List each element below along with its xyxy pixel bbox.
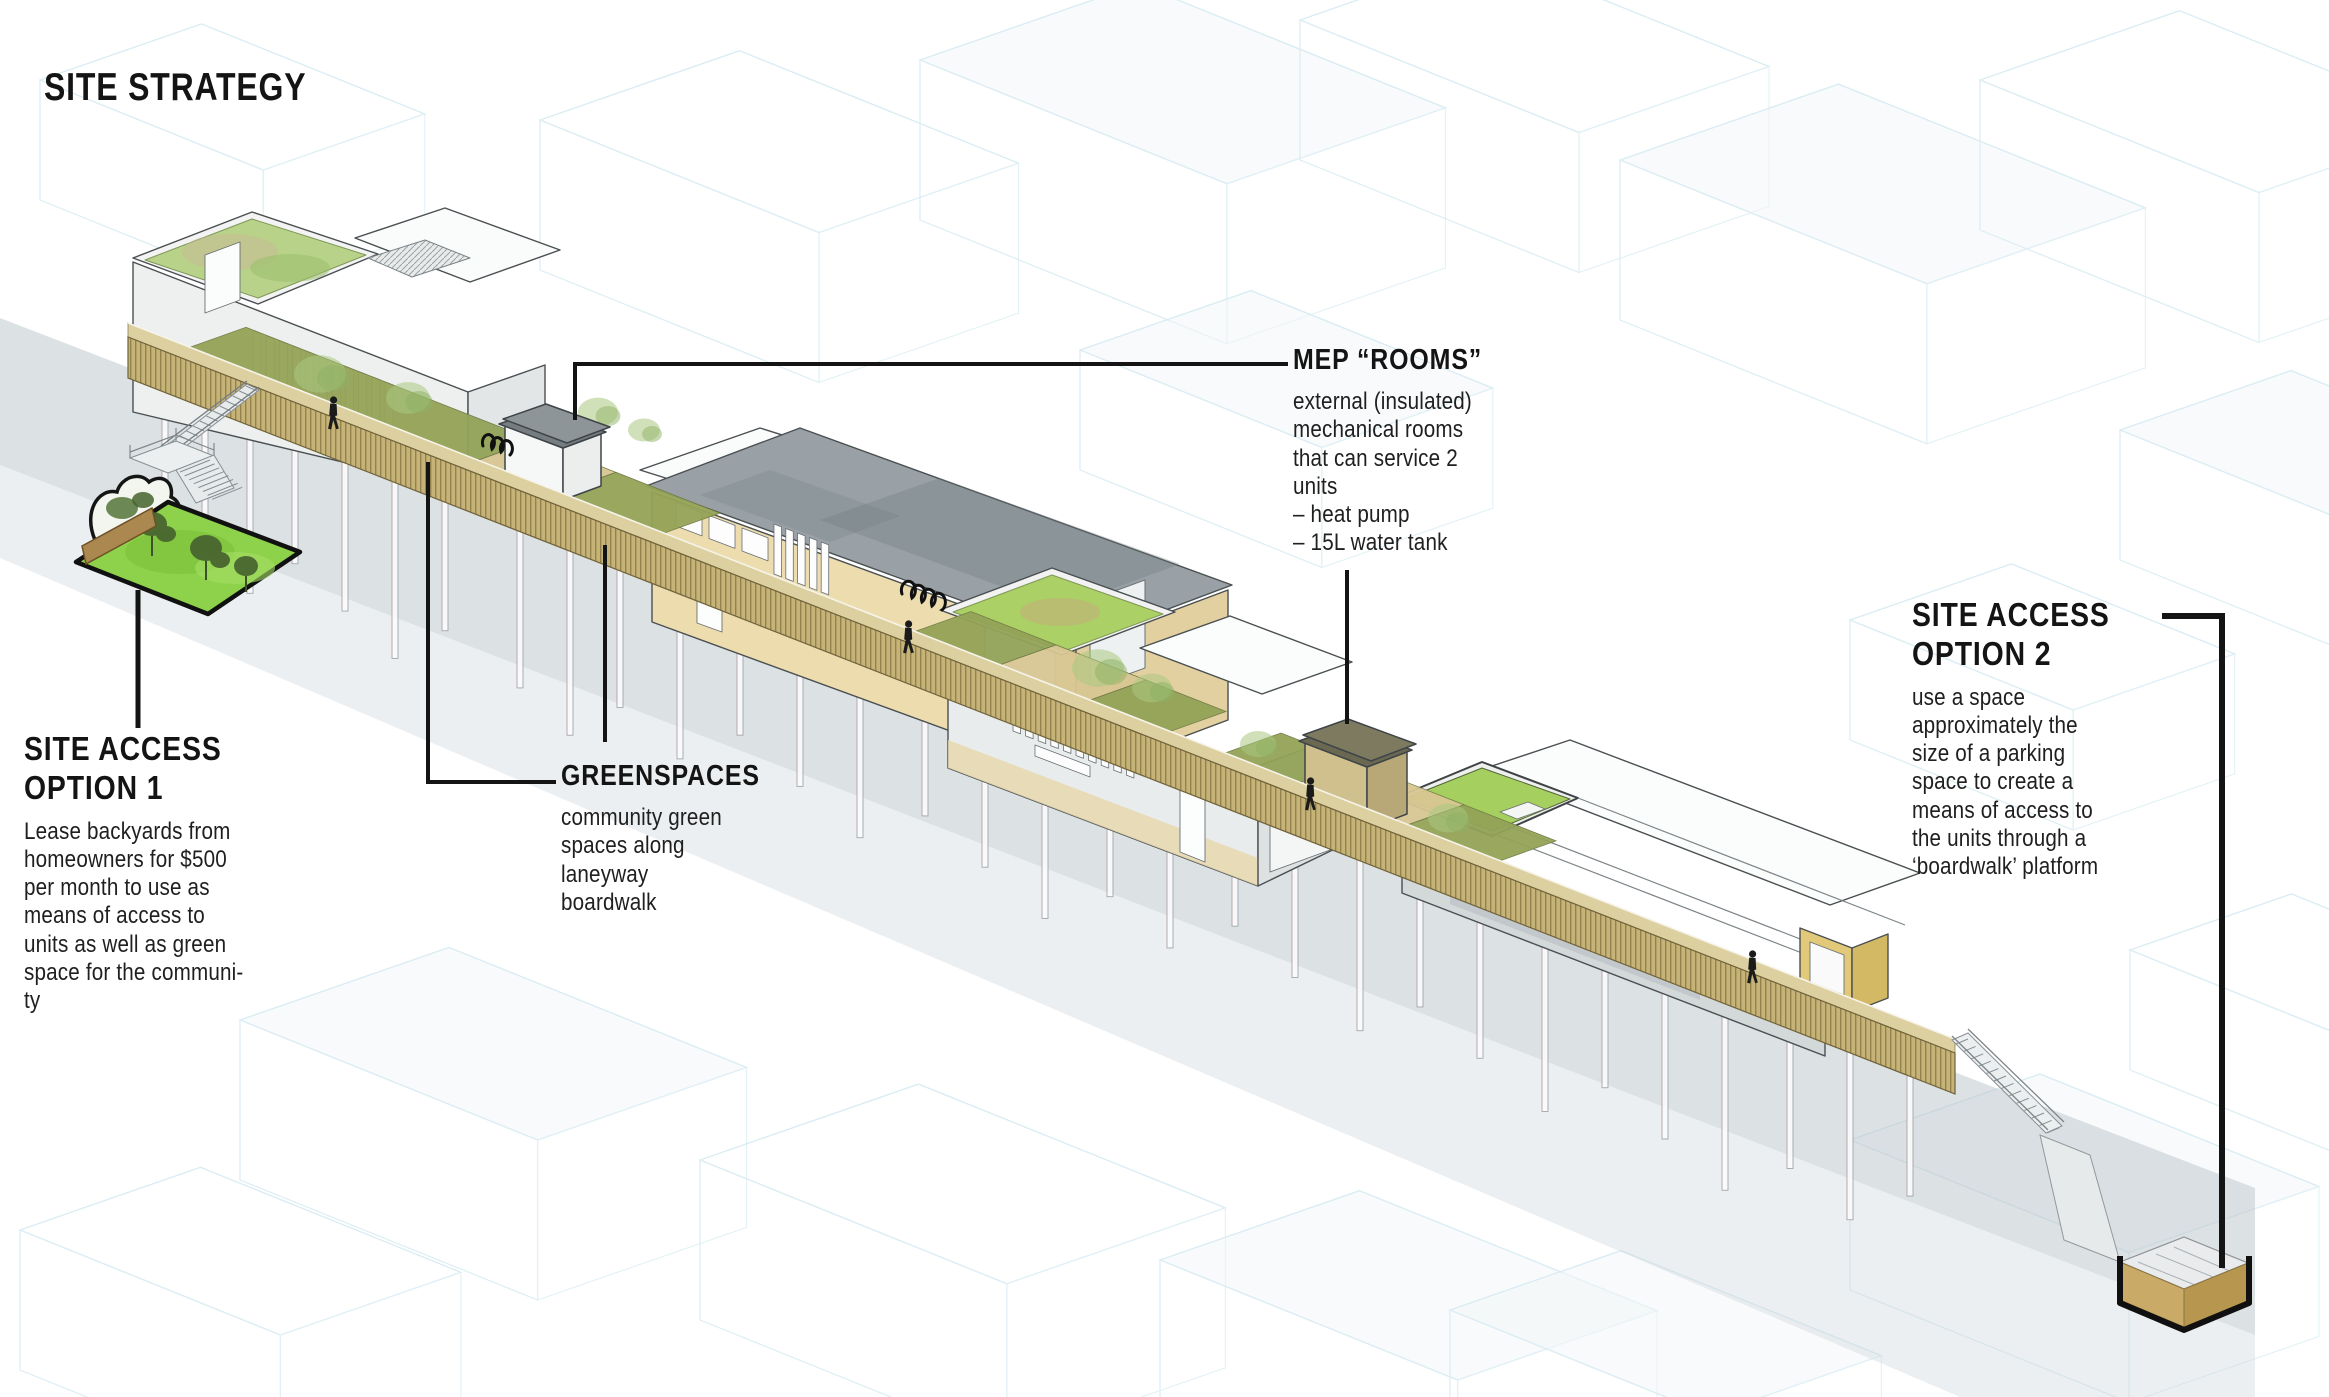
hose-coil-symbols <box>480 433 947 612</box>
boardwalk <box>127 322 1956 1095</box>
leader-greenspaces-1 <box>426 462 556 784</box>
annotation-site-access-option1: SITE ACCESS OPTION 1 Lease backyards fro… <box>24 730 248 1015</box>
leader-lines <box>135 362 2225 1268</box>
annotation-site-access-option2: SITE ACCESS OPTION 2 use a space approxi… <box>1912 596 2153 881</box>
leader-option2 <box>2162 613 2225 1268</box>
site-access-option1-yard <box>73 474 303 617</box>
annotation-mep-rooms: MEP “ROOMS” external (insulated) mechani… <box>1293 344 1534 557</box>
greenspaces-body: community green spaces along laneyway bo… <box>561 804 722 916</box>
option2-heading: SITE ACCESS OPTION 2 <box>1912 596 2110 672</box>
page-title: SITE STRATEGY <box>44 66 364 110</box>
site-access-option2-stair-platform <box>1951 1028 2252 1333</box>
leader-mep-1 <box>573 362 1288 420</box>
house1-stair <box>128 380 260 504</box>
option1-heading: SITE ACCESS OPTION 1 <box>24 730 222 806</box>
title-text: SITE STRATEGY <box>44 66 307 109</box>
mep-heading: MEP “ROOMS” <box>1293 344 1483 376</box>
option1-body: Lease backyards from homeowners for $500… <box>24 818 244 1014</box>
option2-body: use a space approximately the size of a … <box>1912 684 2099 880</box>
greenspaces-heading: GREENSPACES <box>561 760 760 792</box>
mep-body: external (insulated) mechanical rooms th… <box>1293 388 1472 556</box>
ground-shadow-light <box>0 465 2255 1397</box>
annotation-greenspaces: GREENSPACES community green spaces along… <box>561 760 767 917</box>
